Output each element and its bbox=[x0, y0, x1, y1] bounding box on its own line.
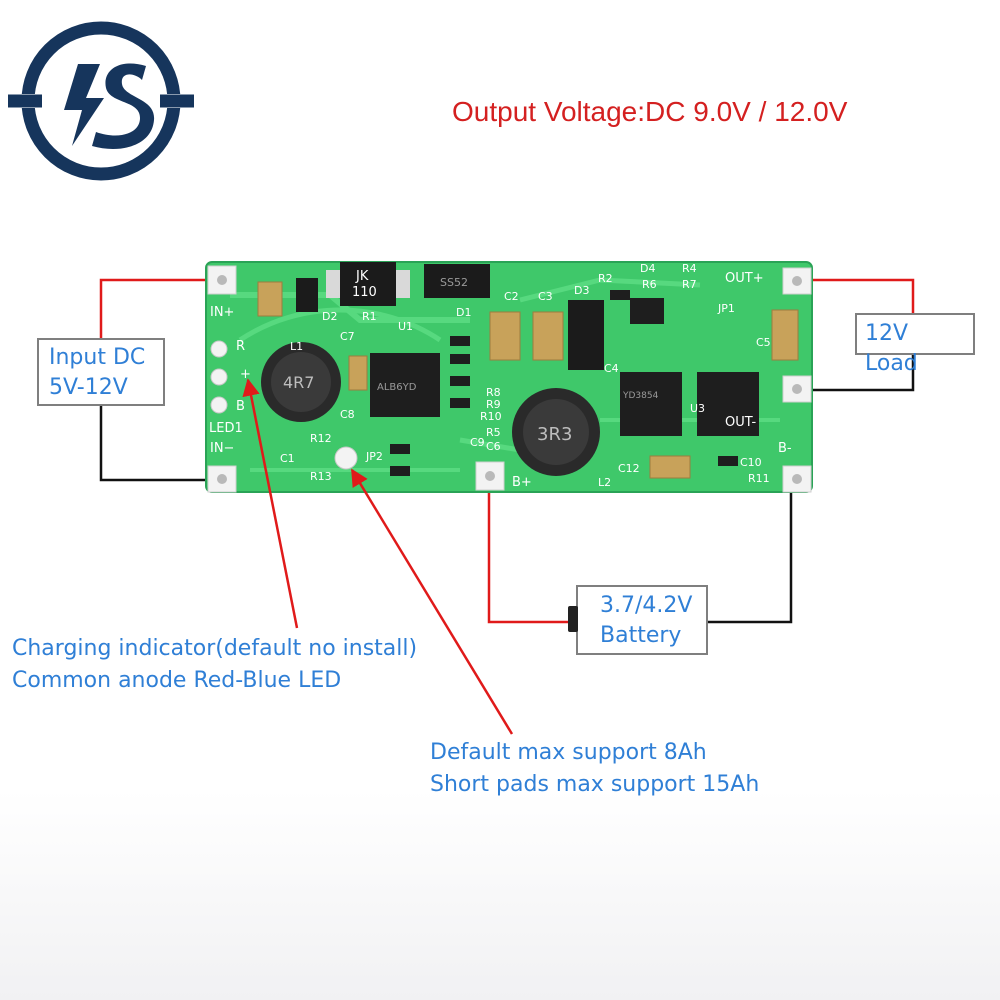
silk-l1: 4R7 bbox=[283, 373, 314, 392]
charging-indicator-note: Charging indicator(default no install) C… bbox=[12, 633, 417, 697]
silk-b-pin: B bbox=[236, 399, 245, 414]
silk-ref-c8: C8 bbox=[340, 408, 355, 421]
silk-ref-l1: L1 bbox=[290, 340, 303, 353]
silk-ss52: SS52 bbox=[440, 276, 468, 289]
silk-out-plus: OUT+ bbox=[725, 271, 764, 286]
silk-b-plus: B+ bbox=[512, 475, 532, 490]
silk-ref-c2: C2 bbox=[504, 290, 519, 303]
silk-ref-c9: C9 bbox=[470, 436, 485, 449]
silk-ref-c6: C6 bbox=[486, 440, 501, 453]
load-label: 12V Load bbox=[855, 313, 975, 376]
silk-r-pin: R bbox=[236, 339, 245, 354]
silk-ref-c1: C1 bbox=[280, 452, 295, 465]
silk-ref-d2: D2 bbox=[322, 310, 337, 323]
capacity-note-line2: Short pads max support 15Ah bbox=[430, 772, 760, 797]
silk-jk: JK bbox=[355, 269, 369, 284]
silk-u2: YD3854 bbox=[622, 391, 659, 401]
input-dc-line1: Input DC bbox=[49, 345, 146, 370]
load-text: 12V Load bbox=[865, 321, 918, 376]
silk-in-minus: IN− bbox=[210, 441, 234, 456]
reflection-floor bbox=[0, 790, 1000, 1000]
silk-ref-c4: C4 bbox=[604, 362, 619, 375]
silk-ref-r5: R5 bbox=[486, 426, 501, 439]
battery-line2: Battery bbox=[600, 623, 682, 648]
silk-ref-r7: R7 bbox=[682, 278, 697, 291]
charging-note-line2: Common anode Red-Blue LED bbox=[12, 668, 342, 693]
silk-ref-r2: R2 bbox=[598, 272, 613, 285]
silk-plus-pin: + bbox=[240, 367, 251, 382]
silk-l2: 3R3 bbox=[537, 424, 572, 445]
silk-ref-jp2: JP2 bbox=[365, 450, 383, 463]
silk-ref-r10: R10 bbox=[480, 410, 502, 423]
silk-out-minus: OUT- bbox=[725, 415, 756, 430]
silk-ref-r4: R4 bbox=[682, 262, 697, 275]
silkscreen-labels: IN+ IN− LED1 R + B OUT+ OUT- B+ B- JK 11… bbox=[209, 262, 792, 490]
charging-note-line1: Charging indicator(default no install) bbox=[12, 636, 418, 661]
page-title: Output Voltage:DC 9.0V / 12.0V bbox=[452, 96, 848, 127]
silk-jk110: 110 bbox=[352, 285, 377, 300]
capacity-note-line1: Default max support 8Ah bbox=[430, 740, 707, 765]
silk-ref-r9: R9 bbox=[486, 398, 501, 411]
silk-ref-u1: U1 bbox=[398, 320, 413, 333]
silk-led1: LED1 bbox=[209, 421, 243, 436]
battery-line1: 3.7/4.2V bbox=[600, 593, 693, 618]
silk-in-plus: IN+ bbox=[210, 305, 234, 320]
silk-b-minus: B- bbox=[778, 441, 792, 456]
silk-ref-r13: R13 bbox=[310, 470, 332, 483]
silk-ref-c7: C7 bbox=[340, 330, 355, 343]
silk-ref-c3: C3 bbox=[538, 290, 553, 303]
silk-ref-c10: C10 bbox=[740, 456, 762, 469]
callout-arrows bbox=[242, 378, 514, 735]
silk-ref-d4: D4 bbox=[640, 262, 655, 275]
silk-ref-d3: D3 bbox=[574, 284, 589, 297]
silk-ref-d1: D1 bbox=[456, 306, 471, 319]
lightning-s-logo-icon bbox=[8, 21, 194, 181]
input-dc-line2: 5V-12V bbox=[49, 375, 128, 400]
silk-ref-r8: R8 bbox=[486, 386, 501, 399]
silk-ref-u3: U3 bbox=[690, 402, 705, 415]
pcb-board bbox=[205, 261, 813, 493]
silk-ref-c12: C12 bbox=[618, 462, 640, 475]
silk-ref-r6: R6 bbox=[642, 278, 657, 291]
silk-ref-r11: R11 bbox=[748, 472, 770, 485]
silk-ref-r1: R1 bbox=[362, 310, 377, 323]
silk-ref-l2: L2 bbox=[598, 476, 611, 489]
battery-label: 3.7/4.2V Battery bbox=[576, 585, 708, 655]
silk-u1: ALB6YD bbox=[377, 382, 417, 393]
silk-ref-jp1: JP1 bbox=[717, 302, 735, 315]
input-dc-label: Input DC 5V-12V bbox=[37, 338, 165, 406]
battery-terminal-icon bbox=[568, 606, 578, 632]
silk-ref-r12: R12 bbox=[310, 432, 332, 445]
silk-ref-c5: C5 bbox=[756, 336, 771, 349]
capacity-note: Default max support 8Ah Short pads max s… bbox=[430, 737, 759, 801]
